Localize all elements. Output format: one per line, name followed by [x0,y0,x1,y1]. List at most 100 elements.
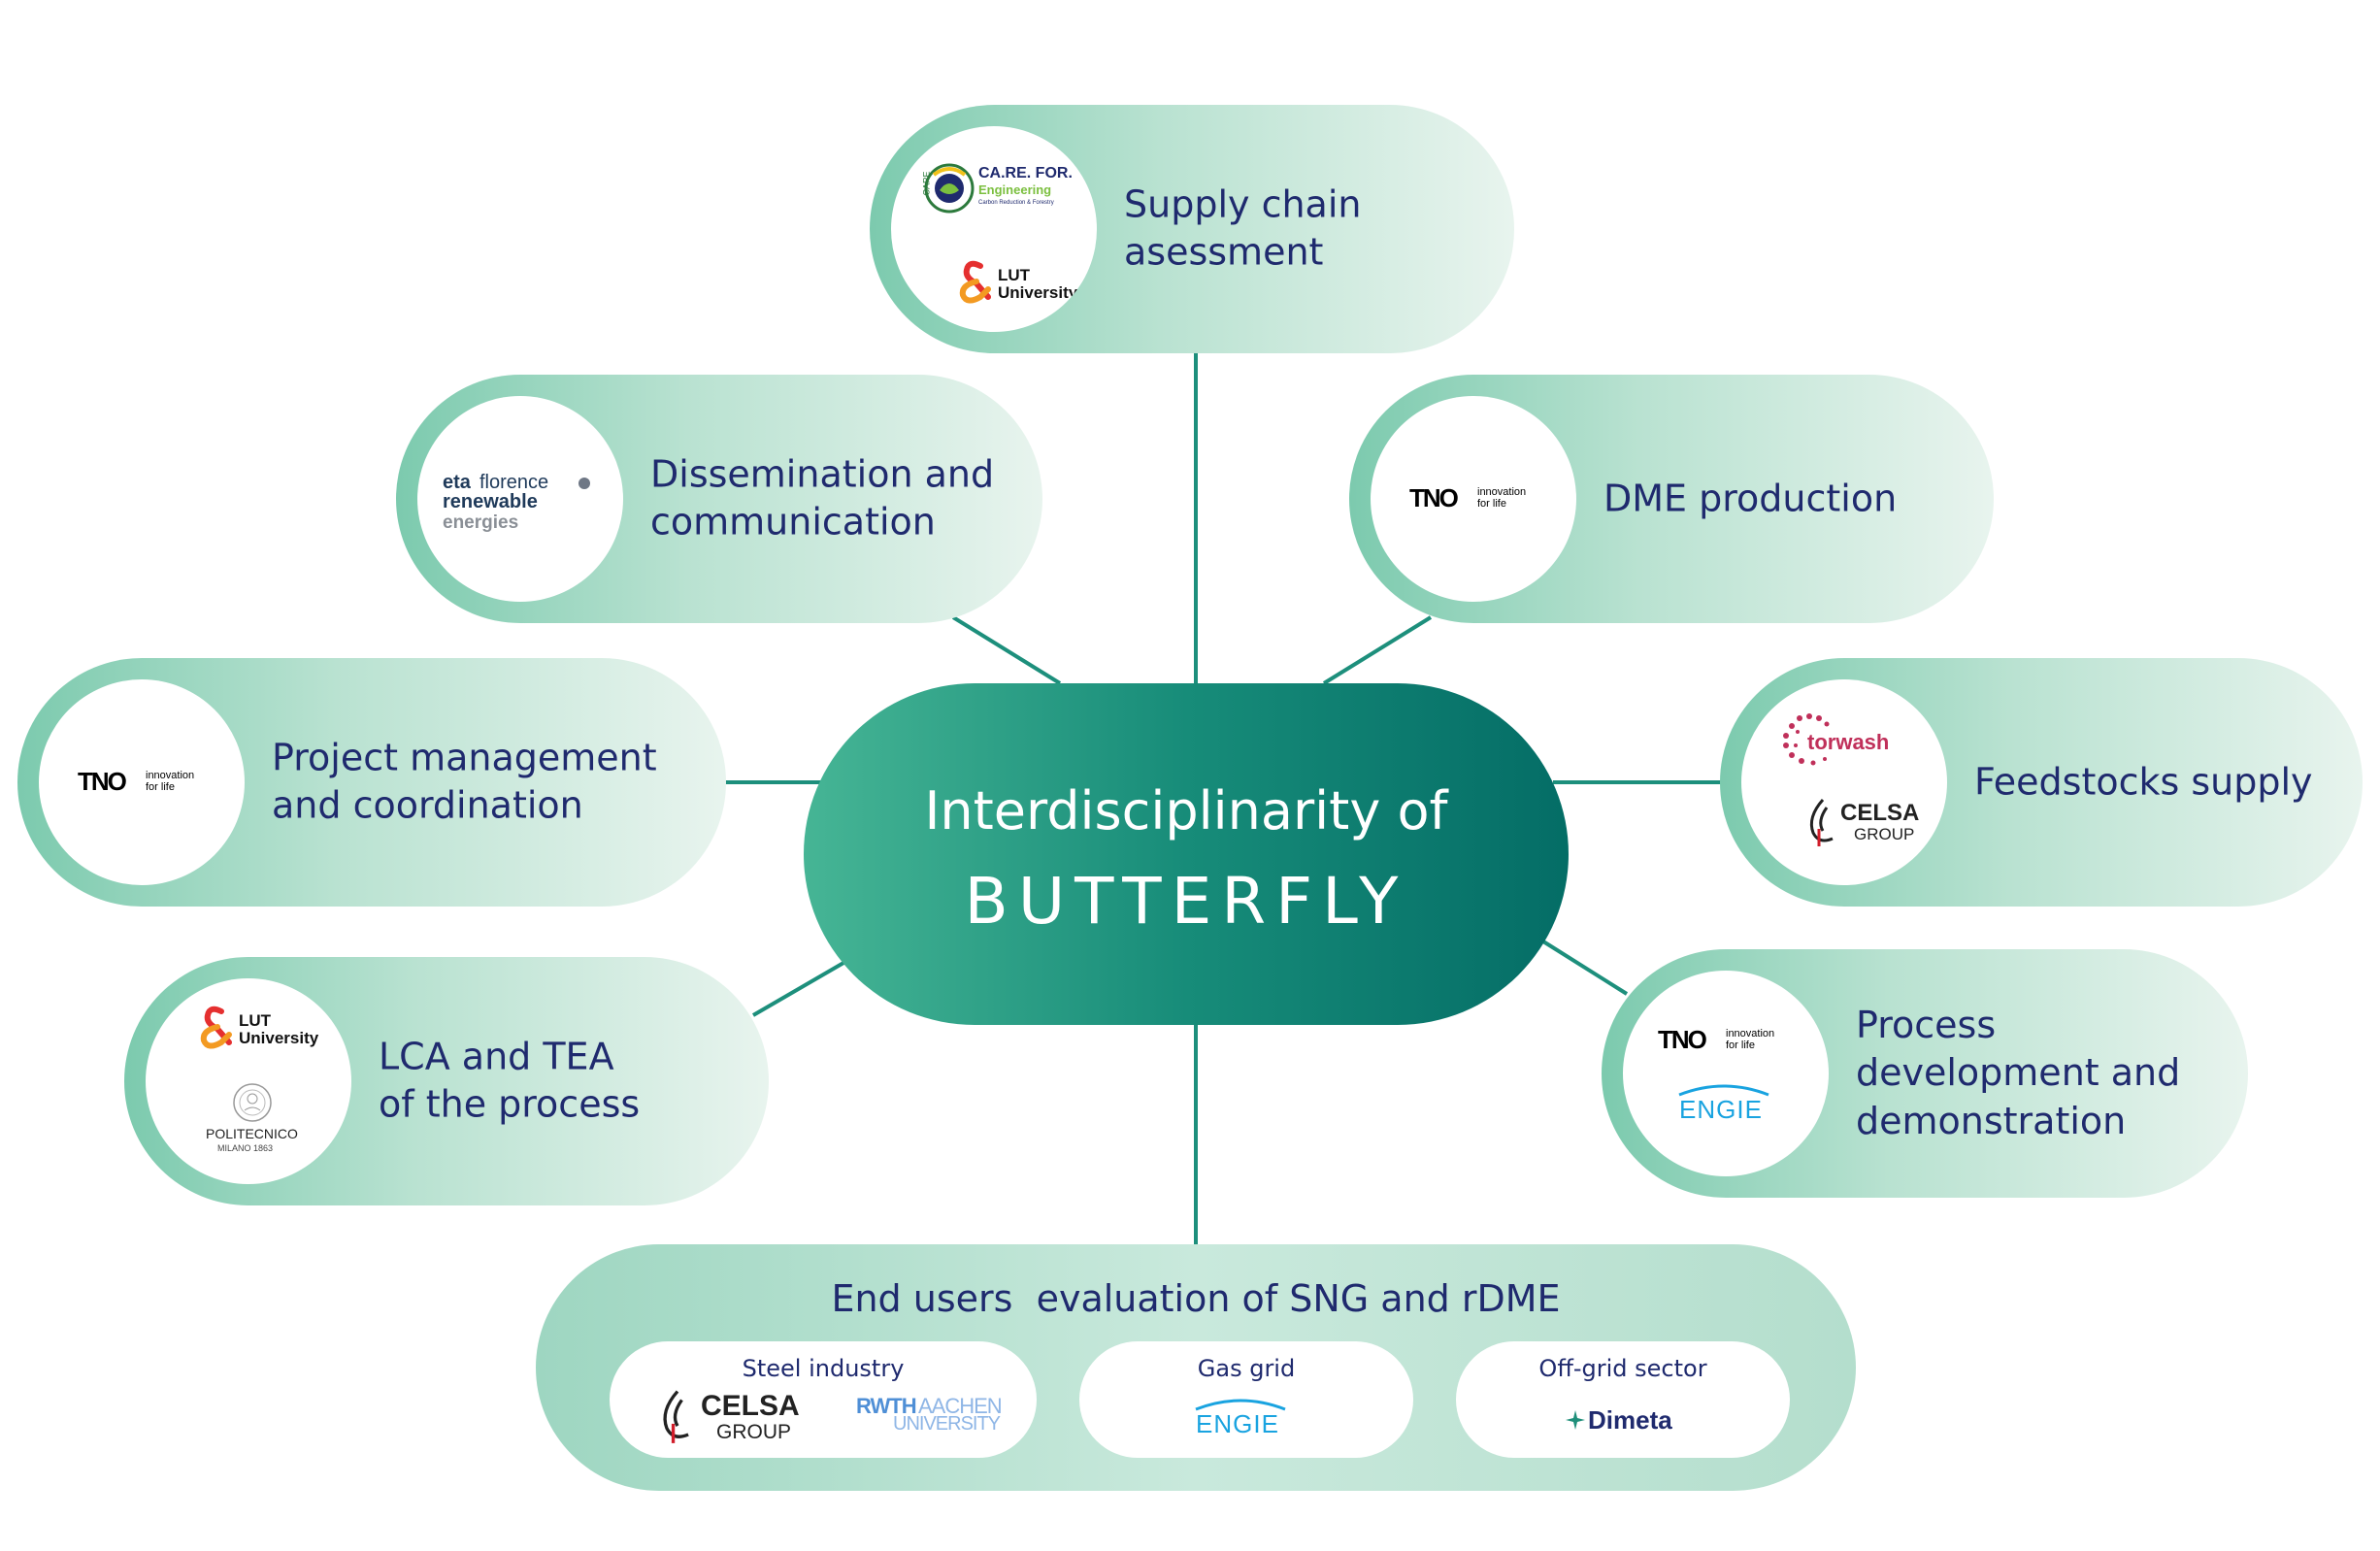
sector-title: Off-grid sector [1538,1355,1707,1382]
lut-logo: LUT University [959,260,1085,309]
connector-lca [751,957,852,1017]
rwth-l2: UNIVERSITY [893,1413,1001,1435]
celsa-logo: CELSA GROUP [1805,796,1932,850]
node-label: DME production [1603,475,1955,522]
lut-ampersand-icon [200,1006,232,1049]
node-label-line: Process [1856,1003,1997,1046]
celsa-name: CELSA [701,1390,800,1422]
sector-off-grid: Off-grid sector Dimeta [1456,1341,1790,1458]
engie-name: ENGIE [1196,1409,1279,1438]
tno-name: TNO [1409,483,1459,512]
lut-ampersand-icon [959,260,991,304]
tno-name: TNO [78,767,127,796]
torwash-dots-icon [1783,713,1830,766]
lut-line1: LUT [998,266,1031,284]
node-feedstocks: torwash CELSA GROUP Feedstocks supply [1720,658,2363,907]
dimeta-name: Dimeta [1588,1405,1672,1435]
polimi-logo: POLITECNICO MILANO 1863 [194,1081,311,1159]
lut-line2: University [239,1029,319,1047]
partner-logos: eta florence renewable energies [417,396,623,602]
engie-name: ENGIE [1679,1095,1763,1124]
node-label-line: of the process [379,1083,641,1126]
sector-steel-industry: Steel industry CELSA GROUP RWTH AACHEN U… [610,1341,1037,1458]
rwth-logo: RWTH AACHEN UNIVERSITY [856,1394,1021,1442]
polimi-name: POLITECNICO [206,1126,298,1141]
sector-title: Steel industry [742,1355,905,1382]
connector-dme [1322,615,1433,685]
partner-logos: LUT University POLITECNICO MILANO 1863 [146,978,351,1184]
node-lca: LUT University POLITECNICO MILANO 1863 L… [124,957,769,1205]
tno-logo: TNO innovation for life [78,767,223,800]
torwash-logo: torwash [1780,712,1926,771]
tno-tag2: for life [1726,1040,1755,1051]
tno-tag2: for life [146,781,175,793]
celsa-flame-icon [663,1390,689,1443]
lut-line2: University [998,283,1078,302]
node-label: Dissemination and communication [650,451,1004,547]
node-end-users: End users evaluation of SNG and rDME Ste… [536,1244,1856,1491]
eta-l1a: eta [443,472,471,493]
partner-logos: CARE CA.RE. FOR. Engineering Carbon Redu… [891,126,1097,332]
node-dme: TNO innovation for life DME production [1349,375,1994,623]
care-for-tag: Carbon Reduction & Forestry [978,200,1054,206]
node-label-line: demonstration [1856,1099,2127,1142]
tno-tag2: for life [1477,498,1506,510]
eta-sun-icon [578,478,590,489]
hub-line1: Interdisciplinarity of [924,780,1448,842]
node-label-line: asessment [1124,231,1324,274]
tno-logo: TNO innovation for life [1409,483,1555,516]
celsa-logo: CELSA GROUP [658,1386,813,1448]
lut-line1: LUT [239,1011,272,1030]
node-label: Supply chain asessment [1124,182,1475,278]
care-for-name: CA.RE. FOR. [978,165,1073,182]
node-label-line: LCA and TEA [379,1035,614,1078]
engie-logo: ENGIE [1192,1396,1299,1444]
end-users-title: End users evaluation of SNG and rDME [831,1277,1561,1320]
tno-tag1: innovation [1726,1028,1775,1040]
connector-process-dev [1541,940,1629,996]
tno-name: TNO [1658,1025,1707,1054]
engie-arc-icon [1678,1084,1769,1097]
dimeta-star-icon [1566,1410,1585,1430]
node-label-line: Project management [272,736,657,779]
celsa-sub: GROUP [716,1421,792,1443]
node-label: Feedstocks supply [1974,758,2324,806]
polimi-seal-icon [233,1083,272,1122]
node-process-dev: TNO innovation for life ENGIE Process de… [1602,949,2248,1198]
partner-logos: TNO innovation for life [1371,396,1576,602]
care-for-emblem-icon [924,163,975,214]
celsa-sub: GROUP [1854,825,1915,843]
node-supply-chain: CARE CA.RE. FOR. Engineering Carbon Redu… [870,105,1514,353]
node-label-line: communication [650,501,936,544]
tno-logo: TNO innovation for life [1658,1025,1803,1058]
hub-butterfly: Interdisciplinarity of BUTTERFLY [804,683,1569,1025]
connector-dissemination [951,615,1062,685]
eta-florence-logo: eta florence renewable energies [443,472,617,540]
node-label-line: development and [1856,1051,2181,1095]
dimeta-logo: Dimeta [1565,1405,1691,1438]
tno-tag1: innovation [146,770,195,781]
sector-title: Gas grid [1197,1355,1296,1382]
engie-logo: ENGIE [1675,1081,1782,1130]
partner-logos: TNO innovation for life ENGIE [1623,971,1829,1176]
node-label: LCA and TEA of the process [379,1034,730,1130]
node-project-mgmt: TNO innovation for life Project manageme… [17,658,726,907]
node-label-line: DME production [1603,477,1898,520]
care-for-sub: Engineering [978,182,1052,197]
rwth-l1a: RWTH [856,1394,917,1418]
care-for-ring-text: CARE [921,171,932,196]
sector-gas-grid: Gas grid ENGIE [1079,1341,1413,1458]
node-label: Process development and demonstration [1856,1002,2209,1145]
hub-line2: BUTTERFLY [964,864,1408,939]
eta-l3: energies [443,512,519,533]
lut-logo: LUT University [200,1006,326,1054]
celsa-flame-icon [1809,799,1834,846]
partner-logos: torwash CELSA GROUP [1741,679,1947,885]
eta-l2: renewable [443,491,538,512]
node-label-line: Supply chain [1124,182,1362,226]
node-label-line: and coordination [272,784,583,827]
eta-l1b: florence [479,472,549,493]
node-dissemination: eta florence renewable energies Dissemin… [396,375,1042,623]
torwash-name: torwash [1807,730,1890,754]
tno-tag1: innovation [1477,486,1527,498]
